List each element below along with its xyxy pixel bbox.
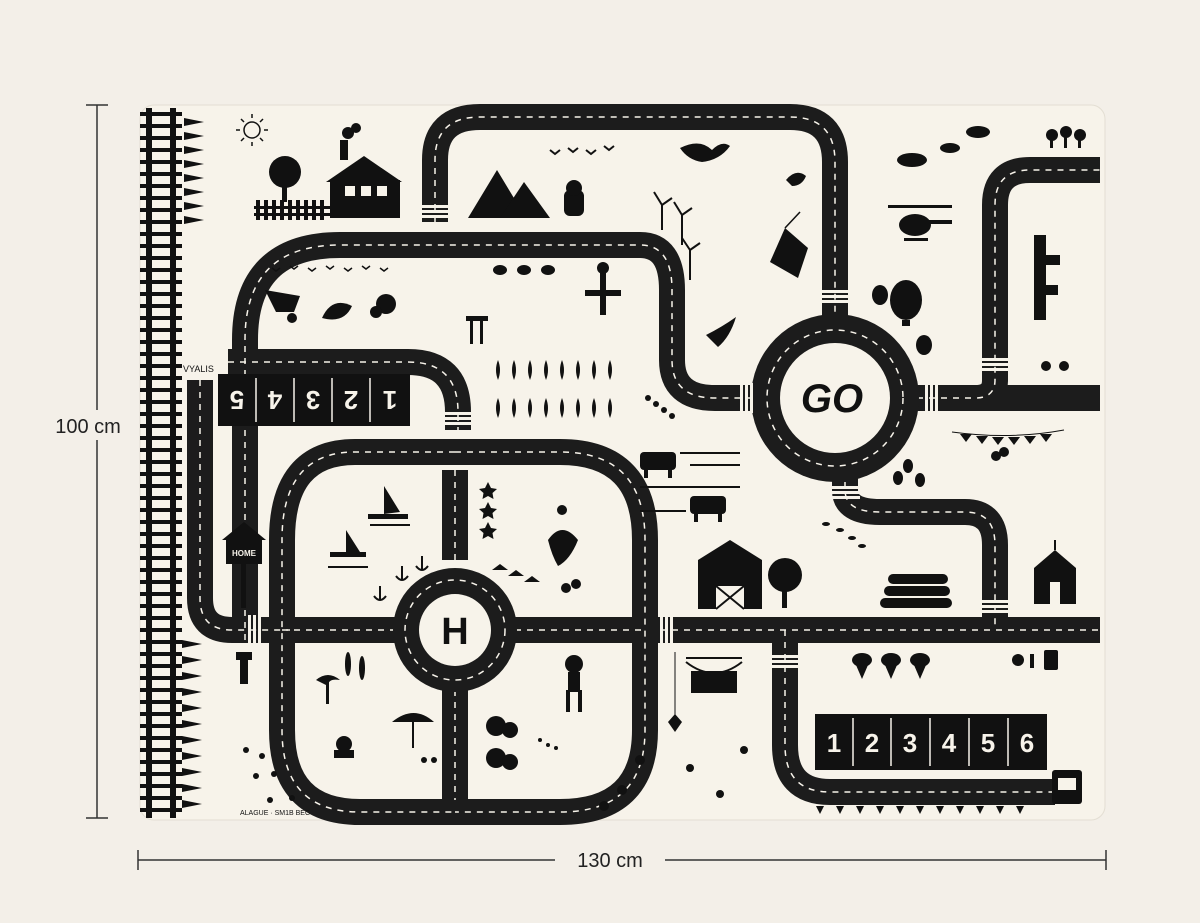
stars-icon [479,482,497,539]
fruit-tree-icon [768,558,802,608]
anchors-icon [373,556,429,601]
railway-track [140,108,182,818]
hop-left-1: 1 [383,385,397,415]
scarecrow-icon [585,262,621,315]
helipad-letter: H [441,611,468,653]
wind-turbines-icon [653,191,701,280]
hop-right-5: 5 [981,728,995,758]
grass-rows-icon [640,452,740,512]
hop-left-4: 4 [267,385,282,415]
helipad-roundabout [393,568,517,692]
palm-tree-icon [316,652,365,704]
mountains-icon [468,170,550,218]
dolphin-icon [548,505,578,566]
crops-icon [496,360,612,418]
clouds-icon [897,126,990,167]
sun-icon [236,114,268,146]
height-label: 100 cm [55,416,121,438]
bridge-icon [685,657,743,693]
trees-group-icon [1046,126,1086,148]
hay-bales-icon [880,574,952,608]
height-dimension: 100 cm [45,104,135,819]
barn-icon [698,540,762,610]
tree-icon [269,156,301,202]
brand-label: VYALIS [183,364,214,374]
dove-icon [680,143,730,162]
home-sign-label: HOME [232,549,257,558]
footprints-icon [822,522,866,548]
snails-icon [1041,361,1069,371]
hop-right-3: 3 [903,728,917,758]
hop-right-4: 4 [942,728,957,758]
trees-row-bottom [182,640,202,808]
helicopter-icon [888,205,952,241]
fence-icon [254,200,330,220]
bunting-icon [951,429,1065,461]
fire-hydrant-icon [236,652,252,684]
flowers-icon [599,746,748,811]
trees-row-top [184,118,204,224]
go-roundabout [751,314,919,482]
radio-icon [1052,770,1082,804]
circus-tent-icon [1034,540,1076,604]
squirrel-icon [786,172,806,186]
cow-icon [640,452,726,522]
farmhouse-icon [326,123,402,218]
fine-print: ALAGUE · SM1B BEC [240,810,310,817]
sailboats-icon [328,486,410,568]
birds-row-icon [271,265,389,272]
gear-icon [1012,650,1058,670]
vegetables-icon [322,294,396,320]
hop-right-6: 6 [1020,728,1034,758]
hopscotch-left: 1 2 3 4 5 [218,374,410,426]
hedgehogs-icon [493,265,555,275]
monkey-icon [565,655,583,712]
tools-icon [466,316,488,344]
hop-right-1: 1 [827,728,841,758]
paw-prints-icon [243,747,295,803]
birds-icon [549,145,615,156]
go-sign: GO [801,377,863,421]
home-sign-icon [222,522,266,608]
hop-right-2: 2 [865,728,879,758]
lantern-icon [668,652,682,732]
hop-left-2: 2 [344,385,358,415]
wheelbarrow-icon [265,290,300,323]
width-label: 130 cm [577,850,643,872]
koala-icon [564,180,584,216]
umbrella-icon [392,713,434,748]
ice-cream-icon [852,653,930,679]
crosswalks [248,205,1010,668]
hop-left-3: 3 [306,385,320,415]
road-network [187,104,1100,825]
tower-icon [1034,235,1060,320]
hopscotch-right: 1 2 3 4 5 6 [815,714,1047,770]
width-dimension: 130 cm [137,846,1107,874]
balloons-small-icon [893,459,925,487]
hop-left-5: 5 [230,385,244,415]
bird-flying-icon [706,317,736,347]
vine-icon [645,395,675,419]
arrows-row-icon [816,806,1024,814]
kite-icon [770,211,808,278]
beach-items-icon [334,736,437,763]
hot-air-balloons-icon [872,280,932,355]
plants-icon [486,716,558,770]
shells-icon [492,564,581,593]
